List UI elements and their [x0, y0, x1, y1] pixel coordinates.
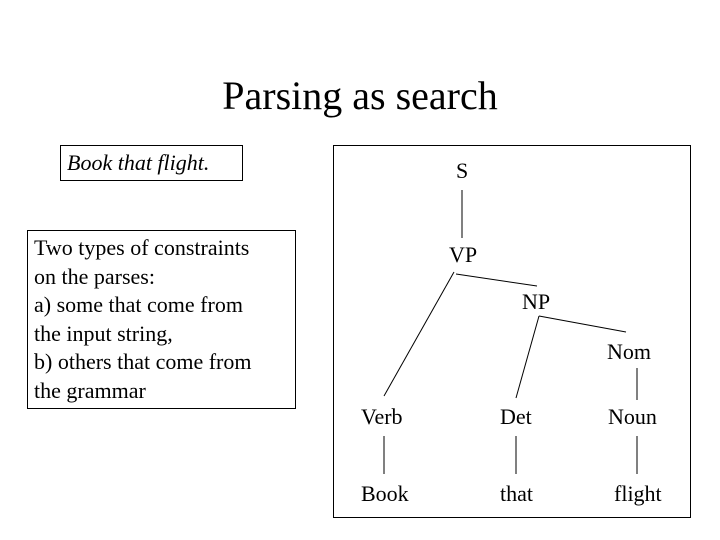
leaf-book: Book	[361, 481, 409, 506]
node-det: Det	[500, 404, 532, 429]
node-np: NP	[522, 289, 551, 314]
leaf-flight: flight	[614, 481, 662, 506]
parse-tree-edges	[383, 190, 638, 474]
slide-title: Parsing as search	[222, 73, 498, 118]
node-nom: Nom	[607, 339, 651, 364]
sentence-box: Book that flight.	[60, 145, 243, 181]
edge-np-nom	[538, 315, 627, 333]
note-line: b) others that come from	[34, 349, 252, 375]
node-vp: VP	[449, 242, 478, 267]
node-s: S	[456, 158, 469, 183]
edge-vp-verb	[383, 271, 455, 397]
note-line: Two types of constraints	[34, 235, 250, 260]
note-line: the input string,	[34, 320, 173, 346]
node-noun: Noun	[608, 404, 657, 429]
parse-tree-panel: S VP NP Nom Verb Det Noun Book that flig…	[333, 145, 691, 518]
edge-np-det	[515, 315, 540, 399]
node-verb: Verb	[361, 404, 403, 429]
note-line: a) some that come from	[34, 292, 243, 318]
constraints-note: Two types of constraints on the parses: …	[27, 230, 296, 409]
edge-vp-np	[455, 273, 538, 287]
note-line: on the parses:	[34, 263, 155, 289]
leaf-that: that	[500, 481, 533, 506]
note-line: the grammar	[34, 377, 146, 403]
